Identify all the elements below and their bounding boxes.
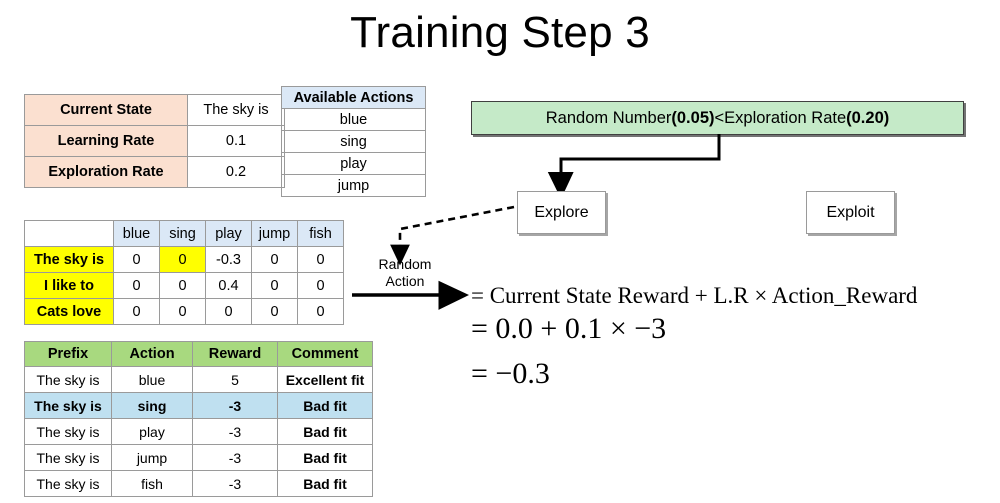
condition-prefix-label: Random Number — [545, 108, 672, 127]
reward-header-reward: Reward — [192, 341, 278, 367]
table-row: The sky is fish -3 Bad fit — [24, 470, 373, 497]
explore-to-random-action-arrow — [390, 205, 515, 266]
q-cell-0-2: -0.3 — [205, 246, 252, 273]
table-row: blue — [281, 108, 426, 131]
page-title: Training Step 3 — [350, 8, 650, 57]
q-cell-2-3: 0 — [251, 298, 298, 325]
q-col-header-play: play — [205, 220, 252, 247]
reward-cell-1-reward: -3 — [192, 392, 278, 419]
q-cell-1-1: 0 — [159, 272, 206, 299]
banner-to-explore-arrow — [547, 134, 721, 199]
reward-cell-1-action: sing — [111, 392, 193, 419]
table-row: The sky is play -3 Bad fit — [24, 418, 373, 445]
condition-operator: < — [714, 108, 725, 127]
condition-exploration-rate: (0.20) — [846, 108, 890, 127]
explore-box[interactable]: Explore — [517, 191, 606, 234]
reward-cell-0-reward: 5 — [192, 366, 278, 393]
q-cell-2-4: 0 — [297, 298, 344, 325]
reward-cell-1-comment: Bad fit — [277, 392, 373, 419]
param-value-learning-rate: 0.1 — [187, 125, 285, 157]
table-row: Available Actions — [281, 86, 426, 109]
reward-cell-3-comment: Bad fit — [277, 444, 373, 471]
param-key-learning-rate: Learning Rate — [24, 125, 188, 157]
available-action-blue: blue — [281, 108, 426, 131]
reward-cell-2-action: play — [111, 418, 193, 445]
equation-line-3: = −0.3 — [471, 357, 550, 390]
q-cell-1-0: 0 — [113, 272, 160, 299]
table-row: sing — [281, 130, 426, 153]
reward-cell-4-comment: Bad fit — [277, 470, 373, 497]
equation-line-1: = Current State Reward + L.R × Action_Re… — [471, 283, 918, 308]
available-action-play: play — [281, 152, 426, 175]
exploit-box[interactable]: Exploit — [806, 191, 895, 234]
param-key-exploration-rate: Exploration Rate — [24, 156, 188, 188]
q-value-table: blue sing play jump fish The sky is 0 0 … — [24, 220, 344, 325]
reward-cell-2-reward: -3 — [192, 418, 278, 445]
available-action-jump: jump — [281, 174, 426, 197]
table-row: The sky is jump -3 Bad fit — [24, 444, 373, 471]
condition-rate-label: Exploration Rate — [724, 108, 847, 127]
param-value-current-state: The sky is — [187, 94, 285, 126]
table-row: Cats love 0 0 0 0 0 — [24, 298, 344, 325]
table-row: The sky is sing -3 Bad fit — [24, 392, 373, 419]
param-value-exploration-rate: 0.2 — [187, 156, 285, 188]
reward-cell-1-prefix: The sky is — [24, 392, 112, 419]
table-row: blue sing play jump fish — [24, 220, 344, 247]
q-cell-0-4: 0 — [297, 246, 344, 273]
q-row-header-the-sky-is: The sky is — [24, 246, 114, 273]
reward-cell-4-action: fish — [111, 470, 193, 497]
reward-header-comment: Comment — [277, 341, 373, 367]
reward-header-action: Action — [111, 341, 193, 367]
q-cell-1-3: 0 — [251, 272, 298, 299]
reward-cell-2-comment: Bad fit — [277, 418, 373, 445]
reward-cell-2-prefix: The sky is — [24, 418, 112, 445]
reward-cell-4-prefix: The sky is — [24, 470, 112, 497]
q-cell-1-4: 0 — [297, 272, 344, 299]
q-col-header-jump: jump — [251, 220, 298, 247]
reward-cell-3-reward: -3 — [192, 444, 278, 471]
q-col-header-blue: blue — [113, 220, 160, 247]
q-col-header-fish: fish — [297, 220, 344, 247]
table-row: jump — [281, 174, 426, 197]
parameters-table: Current State The sky is Learning Rate 0… — [24, 94, 285, 188]
available-action-sing: sing — [281, 130, 426, 153]
q-cell-0-3: 0 — [251, 246, 298, 273]
equation-line-2: = 0.0 + 0.1 × −3 — [471, 312, 667, 345]
q-col-header-sing: sing — [159, 220, 206, 247]
reward-cell-4-reward: -3 — [192, 470, 278, 497]
param-key-current-state: Current State — [24, 94, 188, 126]
table-row: I like to 0 0 0.4 0 0 — [24, 272, 344, 299]
available-actions-table: Available Actions blue sing play jump — [281, 86, 426, 197]
reward-cell-0-action: blue — [111, 366, 193, 393]
reward-cell-0-prefix: The sky is — [24, 366, 112, 393]
reward-cell-3-prefix: The sky is — [24, 444, 112, 471]
q-row-header-i-like-to: I like to — [24, 272, 114, 299]
condition-random-number: (0.05) — [671, 108, 715, 127]
reward-header-prefix: Prefix — [24, 341, 112, 367]
reward-table: Prefix Action Reward Comment The sky is … — [24, 341, 373, 497]
table-header-row: Prefix Action Reward Comment — [24, 341, 373, 367]
explore-label: Explore — [534, 203, 589, 221]
table-row: play — [281, 152, 426, 175]
table-row: Exploration Rate 0.2 — [24, 156, 285, 188]
exploit-label: Exploit — [826, 203, 875, 221]
q-row-header-cats-love: Cats love — [24, 298, 114, 325]
q-cell-0-0: 0 — [113, 246, 160, 273]
q-cell-2-2: 0 — [205, 298, 252, 325]
condition-banner: Random Number (0.05) < Exploration Rate … — [471, 101, 964, 135]
q-table-corner — [24, 220, 114, 247]
table-row: The sky is blue 5 Excellent fit — [24, 366, 373, 393]
available-actions-header: Available Actions — [281, 86, 426, 109]
table-row: The sky is 0 0 -0.3 0 0 — [24, 246, 344, 273]
reward-cell-3-action: jump — [111, 444, 193, 471]
reward-cell-0-comment: Excellent fit — [277, 366, 373, 393]
q-cell-0-1: 0 — [159, 246, 206, 273]
q-cell-2-1: 0 — [159, 298, 206, 325]
q-cell-1-2: 0.4 — [205, 272, 252, 299]
q-cell-2-0: 0 — [113, 298, 160, 325]
table-row: Learning Rate 0.1 — [24, 125, 285, 157]
table-row: Current State The sky is — [24, 94, 285, 126]
